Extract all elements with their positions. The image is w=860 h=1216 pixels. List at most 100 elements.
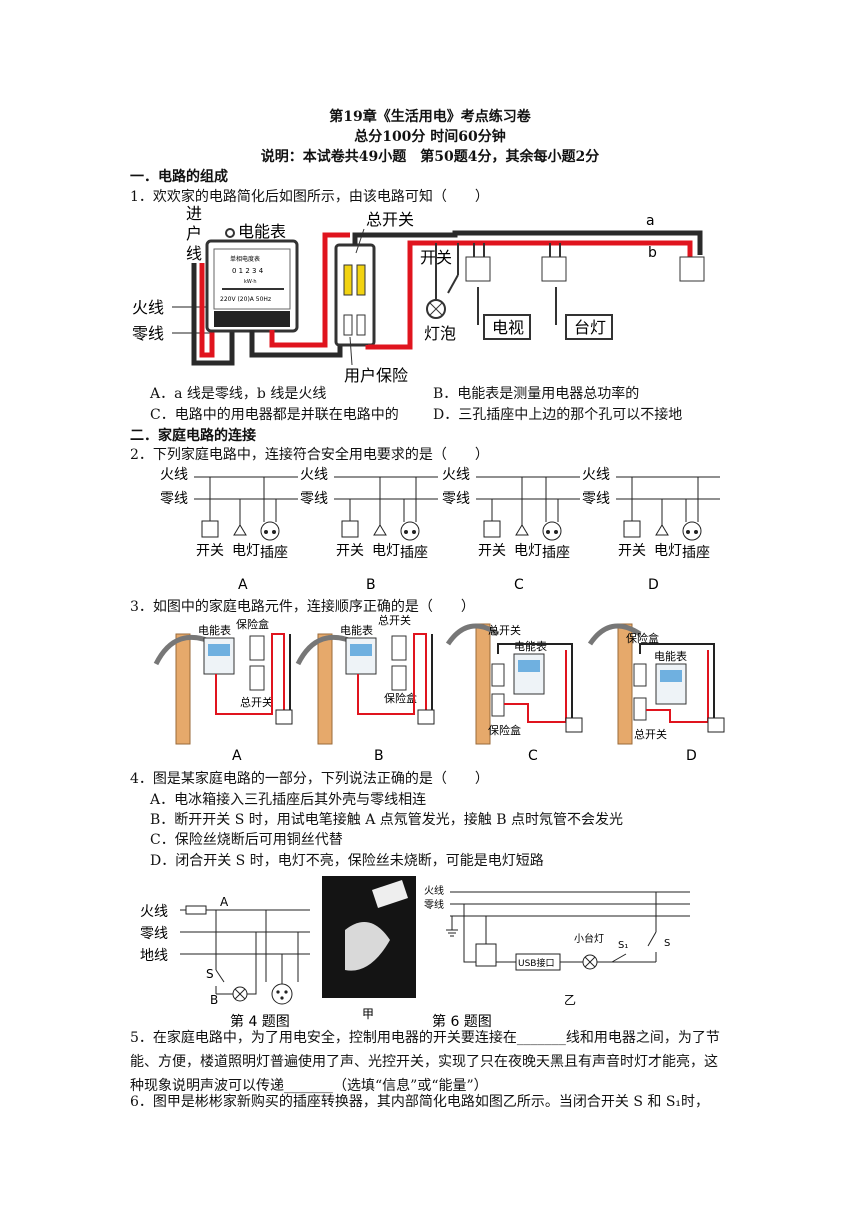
q1-option-a: A．a 线是零线，b 线是火线	[150, 386, 327, 402]
svg-text:零线: 零线	[582, 491, 610, 507]
question-1-stem: 1．欢欢家的电路简化后如图所示，由该电路可知（ ）	[130, 189, 489, 205]
main-switch-label: 总开关	[366, 210, 414, 229]
svg-text:插座: 插座	[682, 545, 710, 561]
svg-text:总开关: 总开关	[488, 623, 521, 637]
svg-text:保险盒: 保险盒	[236, 617, 269, 631]
svg-text:电灯: 电灯	[514, 543, 542, 559]
svg-text:零线: 零线	[300, 491, 328, 507]
svg-text:A: A	[232, 748, 242, 764]
exam-note: 说明：本试卷共49小题 第50题4分，其余每小题2分	[260, 149, 600, 165]
entry-label-3: 线	[186, 244, 202, 263]
wire-a-label: a	[646, 213, 655, 229]
lamp-label: 台灯	[574, 318, 606, 337]
q1-option-d: D．三孔插座中上边的那个孔可以不接地	[433, 407, 683, 423]
svg-text:火线: 火线	[160, 467, 188, 483]
tv-label: 电视	[492, 318, 524, 337]
svg-text:甲: 甲	[362, 1007, 374, 1021]
svg-text:火线: 火线	[442, 467, 470, 483]
q3-panel-b: 电能表 总开关 保险盒 B	[295, 613, 435, 764]
svg-text:第 4 题图: 第 4 题图	[230, 1013, 290, 1030]
question-5-text: 5．在家庭电路中，为了用电安全，控制用电器的开关要连接在_______线和用电器…	[130, 1030, 720, 1094]
svg-text:B: B	[374, 748, 384, 764]
svg-text:开关: 开关	[478, 543, 506, 559]
q2-panel-a: 火线 零线 开关电灯插座 A	[160, 467, 298, 593]
svg-text:零线: 零线	[424, 898, 444, 911]
svg-text:S: S	[206, 967, 214, 981]
neutral-label: 零线	[132, 324, 164, 343]
svg-text:A: A	[220, 895, 229, 909]
svg-text:0 1 2 3 4: 0 1 2 3 4	[232, 267, 264, 275]
svg-text:零线: 零线	[140, 926, 168, 942]
svg-text:保险盒: 保险盒	[488, 723, 521, 737]
svg-text:电灯: 电灯	[372, 543, 400, 559]
page-title: 第19章《生活用电》考点练习卷	[329, 109, 531, 125]
svg-text:小台灯: 小台灯	[574, 932, 604, 945]
svg-text:D: D	[648, 577, 659, 593]
svg-text:220V (20)A 50Hz: 220V (20)A 50Hz	[220, 296, 271, 303]
svg-text:S₁: S₁	[618, 940, 628, 951]
svg-text:kW·h: kW·h	[244, 279, 257, 285]
svg-text:零线: 零线	[160, 491, 188, 507]
svg-text:保险盒: 保险盒	[384, 691, 417, 705]
page-subtitle: 总分100分 时间60分钟	[354, 129, 506, 145]
lamp-box	[565, 314, 613, 340]
q4-q6-figure: 火线 零线 地线 A S B 第 4 题图 甲 第 6 题图 火线 零线	[140, 876, 690, 1030]
svg-text:保险盒: 保险盒	[626, 631, 659, 645]
entry-label-2: 户	[186, 224, 202, 243]
q1-option-b: B．电能表是测量用电器总功率的	[433, 386, 640, 402]
svg-text:火线: 火线	[300, 467, 328, 483]
q3-panel-c: 总开关 电能表 保险盒 C	[445, 623, 583, 764]
svg-text:地线: 地线	[140, 948, 168, 964]
question-6-text: 6．图甲是彬彬家新购买的插座转换器，其内部简化电路如图乙所示。当闭合开关 S 和…	[130, 1094, 710, 1110]
entry-label-1: 进	[186, 204, 202, 223]
q2-panel-c: 火线 零线 开关电灯插座 C	[442, 467, 580, 593]
svg-text:开关: 开关	[618, 543, 646, 559]
svg-text:B: B	[366, 577, 376, 593]
q4-diagram: 火线 零线 地线 A S B 第 4 题图	[140, 895, 310, 1030]
section-heading-1: 一．电路的组成	[130, 169, 228, 185]
meter-label: 电能表	[238, 222, 286, 241]
svg-text:电能表: 电能表	[514, 639, 547, 653]
fuse-label: 用户保险	[344, 366, 408, 385]
svg-text:第 6 题图: 第 6 题图	[432, 1013, 492, 1030]
tv-box	[483, 314, 531, 340]
svg-text:火线: 火线	[140, 904, 168, 920]
question-4-stem: 4．图是某家庭电路的一部分，下列说法正确的是（ ）	[130, 771, 489, 787]
svg-text:单相电度表: 单相电度表	[230, 255, 260, 263]
svg-text:乙: 乙	[564, 993, 576, 1007]
svg-text:USB接口: USB接口	[518, 957, 554, 969]
svg-text:开关: 开关	[336, 543, 364, 559]
question-2-stem: 2．下列家庭电路中，连接符合安全用电要求的是（ ）	[130, 447, 489, 463]
q1-option-c: C．电路中的用电器都是并联在电路中的	[150, 407, 399, 423]
q3-panel-a: 电能表 保险盒 总开关 A	[153, 617, 293, 764]
svg-text:开关: 开关	[196, 543, 224, 559]
q4-option-a: A．电冰箱接入三孔插座后其外壳与零线相连	[150, 792, 427, 808]
svg-text:零线: 零线	[442, 491, 470, 507]
q4-option-d: D．闭合开关 S 时，电灯不亮，保险丝未烧断，可能是电灯短路	[150, 853, 544, 869]
q2-panel-b: 火线 零线 开关电灯插座 B	[300, 467, 438, 593]
svg-text:电能表: 电能表	[340, 623, 373, 637]
svg-text:插座: 插座	[400, 545, 428, 561]
svg-text:电能表: 电能表	[198, 623, 231, 637]
svg-text:A: A	[238, 577, 248, 593]
q3-panel-d: 保险盒 电能表 总开关 D	[587, 623, 725, 764]
svg-text:C: C	[528, 748, 538, 764]
q3-circuit-figure: 电能表 保险盒 总开关 A 电能表 总开关 保险盒 B 总开关 电能表 保险	[153, 613, 725, 764]
svg-text:总开关: 总开关	[634, 727, 667, 741]
bulb-label: 灯泡	[424, 324, 456, 343]
q2-circuit-figure: 火线 零线 开关电灯插座 A 火线 零线 开关电灯插座 B 火线 零线 开关电灯…	[160, 467, 720, 593]
svg-text:总开关: 总开关	[378, 613, 411, 627]
live-label: 火线	[132, 298, 164, 317]
svg-text:D: D	[686, 748, 697, 764]
svg-text:插座: 插座	[260, 545, 288, 561]
svg-text:电灯: 电灯	[654, 543, 682, 559]
q6-diagram-yi: 火线 零线 USB接口 小台灯 S₁ S 乙	[424, 884, 690, 1007]
section-heading-2: 二．家庭电路的连接	[130, 428, 256, 444]
q6-photo-jia: 甲 第 6 题图	[322, 876, 492, 1030]
q4-option-c: C．保险丝烧断后可用铜丝代替	[150, 832, 343, 848]
svg-text:电灯: 电灯	[232, 543, 260, 559]
q4-option-b: B．断开开关 S 时，用试电笔接触 A 点氖管发光，接触 B 点时氖管不会发光	[150, 812, 623, 828]
svg-text:电能表: 电能表	[654, 649, 687, 663]
svg-text:B: B	[210, 993, 218, 1007]
svg-text:C: C	[514, 577, 524, 593]
